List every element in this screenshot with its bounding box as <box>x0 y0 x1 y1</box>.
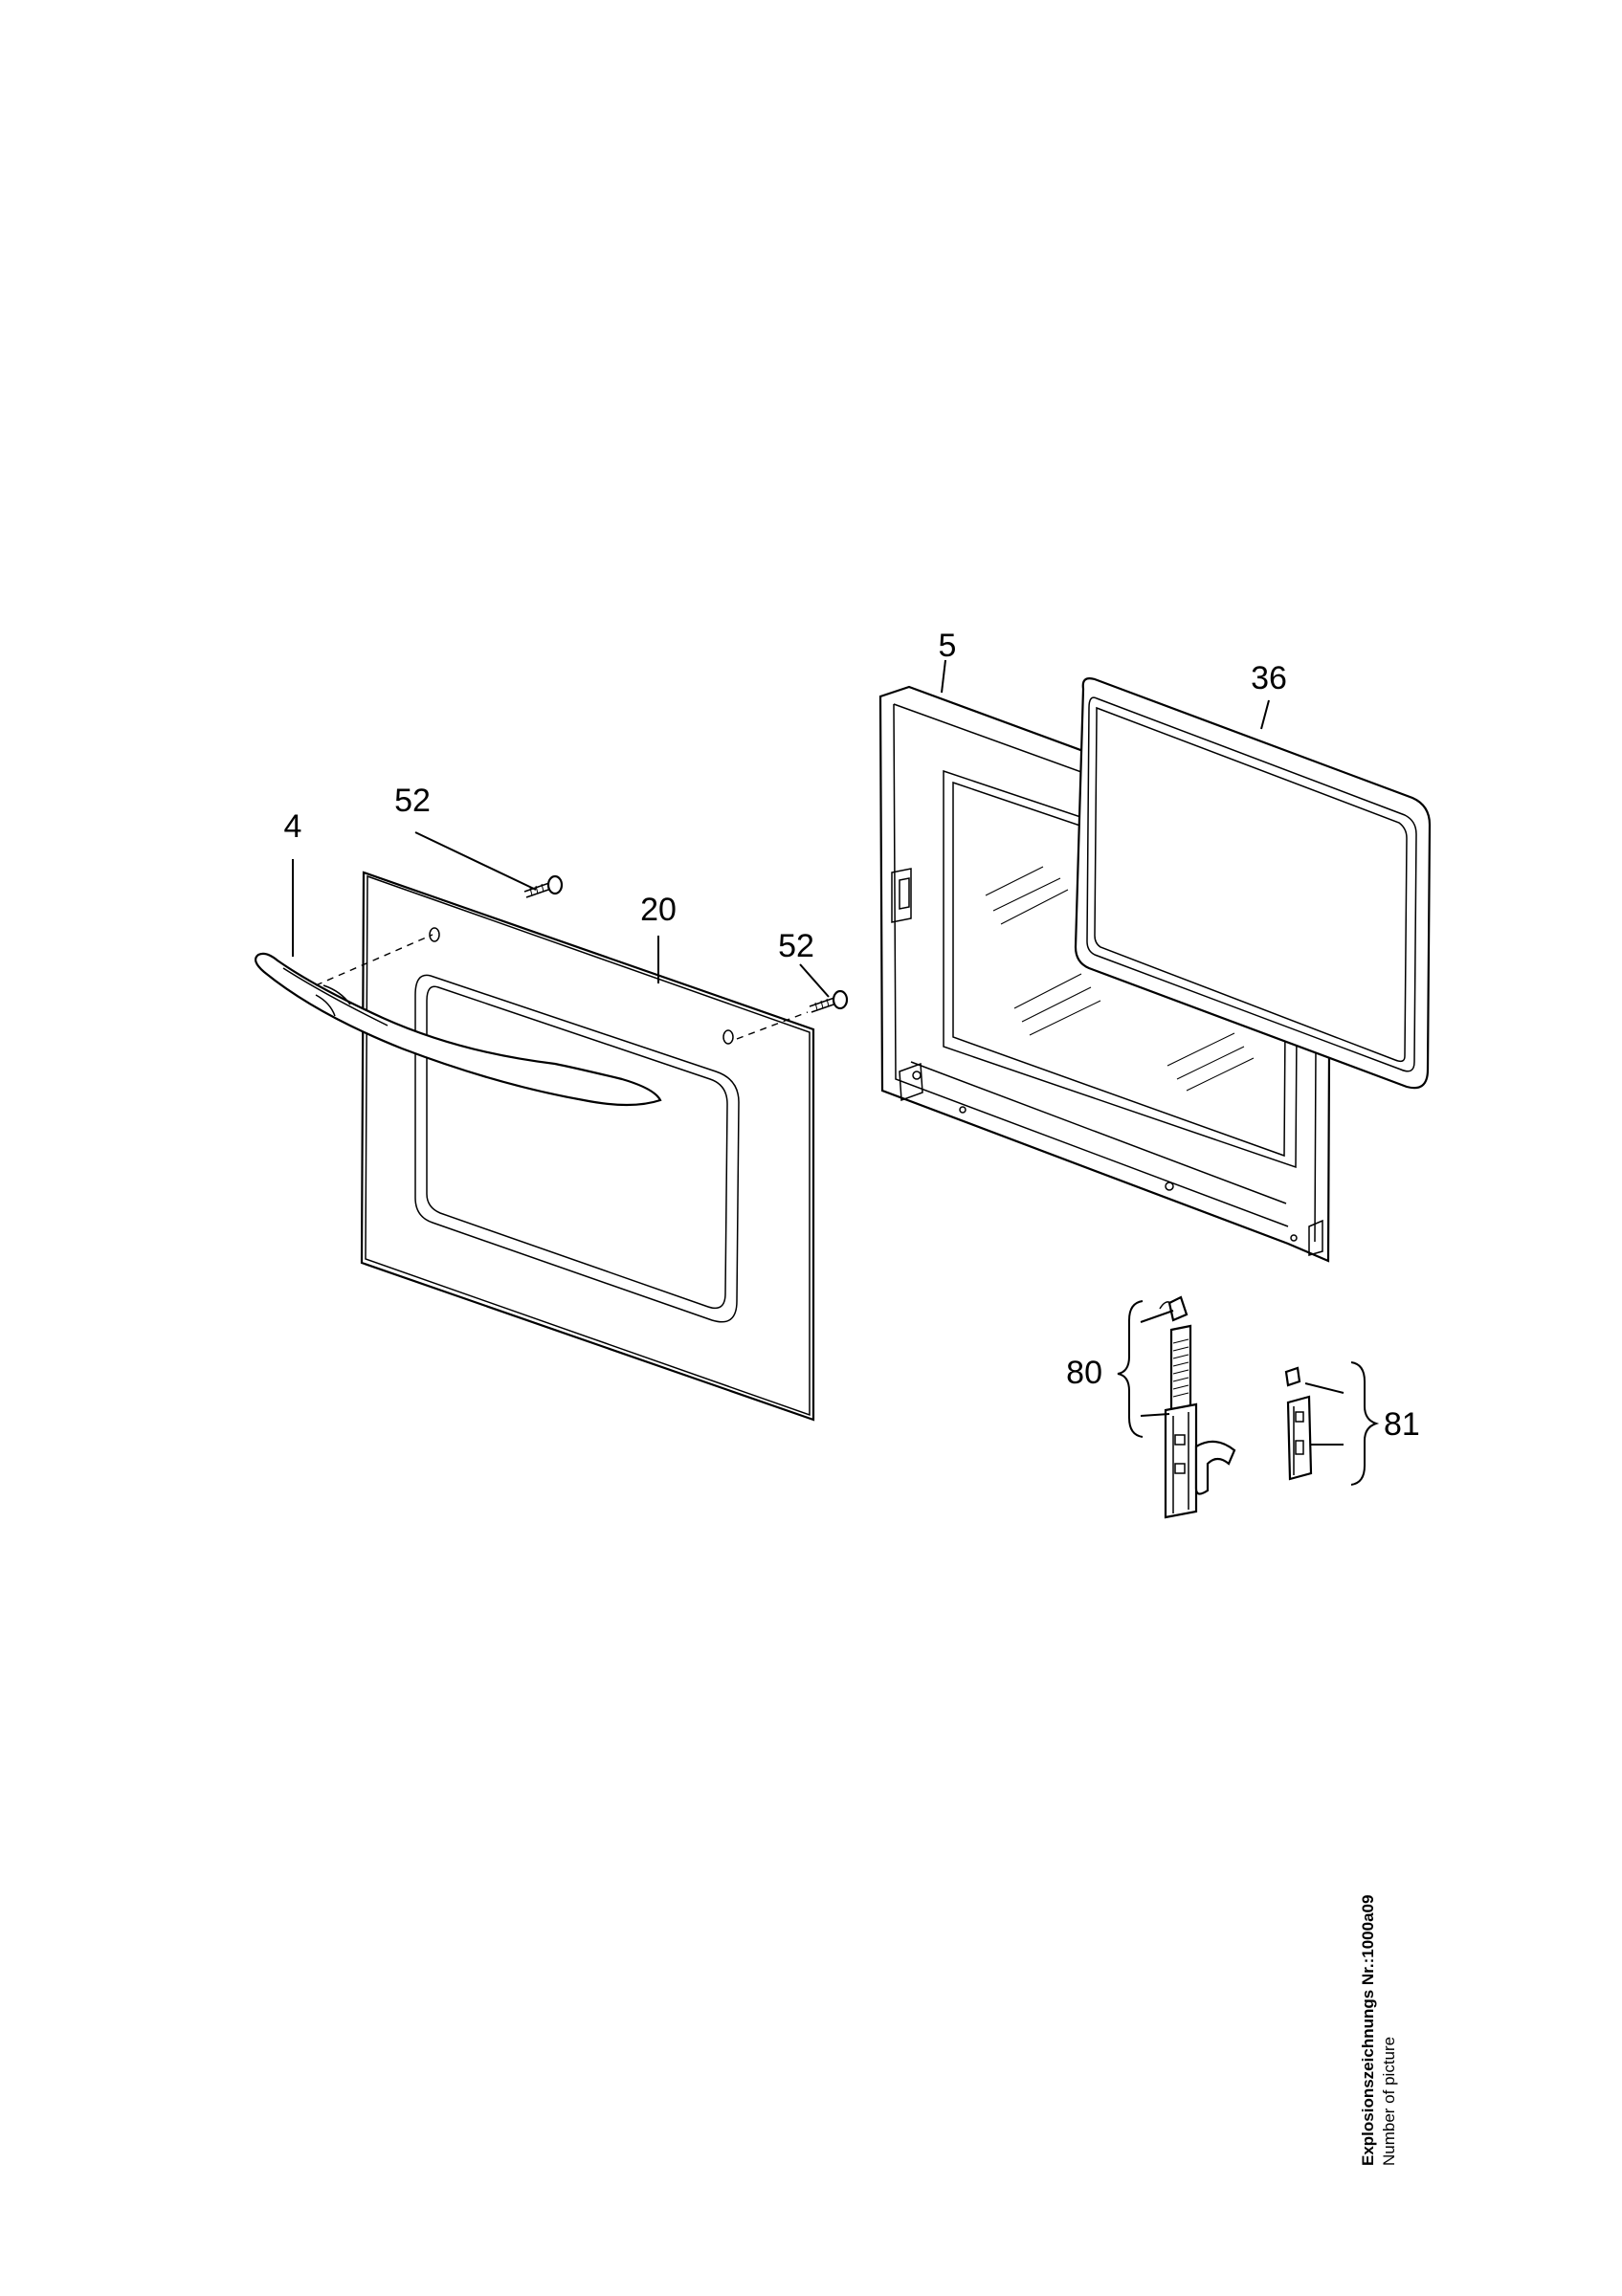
screw-upper <box>523 874 564 898</box>
brace-81 <box>1350 1361 1380 1486</box>
label-part-5: 5 <box>939 628 957 664</box>
label-part-52-upper: 52 <box>394 783 431 819</box>
label-part-81: 81 <box>1384 1406 1420 1443</box>
label-part-4: 4 <box>284 808 302 845</box>
label-part-20: 20 <box>640 892 677 928</box>
caption-drawing-number: Explosionszeichnungs Nr.:1000a09 <box>1359 1895 1377 2166</box>
drawing-caption: Explosionszeichnungs Nr.:1000a09 Number … <box>1359 1895 1398 2166</box>
hinge-left <box>1159 1295 1236 1519</box>
screw-lower <box>809 989 849 1013</box>
brace-80 <box>1117 1300 1144 1438</box>
label-part-80: 80 <box>1066 1355 1102 1391</box>
label-part-52-lower: 52 <box>778 928 814 964</box>
leader-lines <box>292 659 1344 1446</box>
caption-number-of-picture: Number of picture <box>1380 2037 1398 2166</box>
assembly-line-lower <box>736 1011 809 1040</box>
assembly-line-upper <box>315 934 433 986</box>
door-gasket <box>1074 677 1432 1090</box>
label-part-36: 36 <box>1251 660 1287 696</box>
hinge-right <box>1284 1366 1313 1481</box>
outer-door-panel <box>360 871 815 1422</box>
door-handle <box>255 952 662 1107</box>
